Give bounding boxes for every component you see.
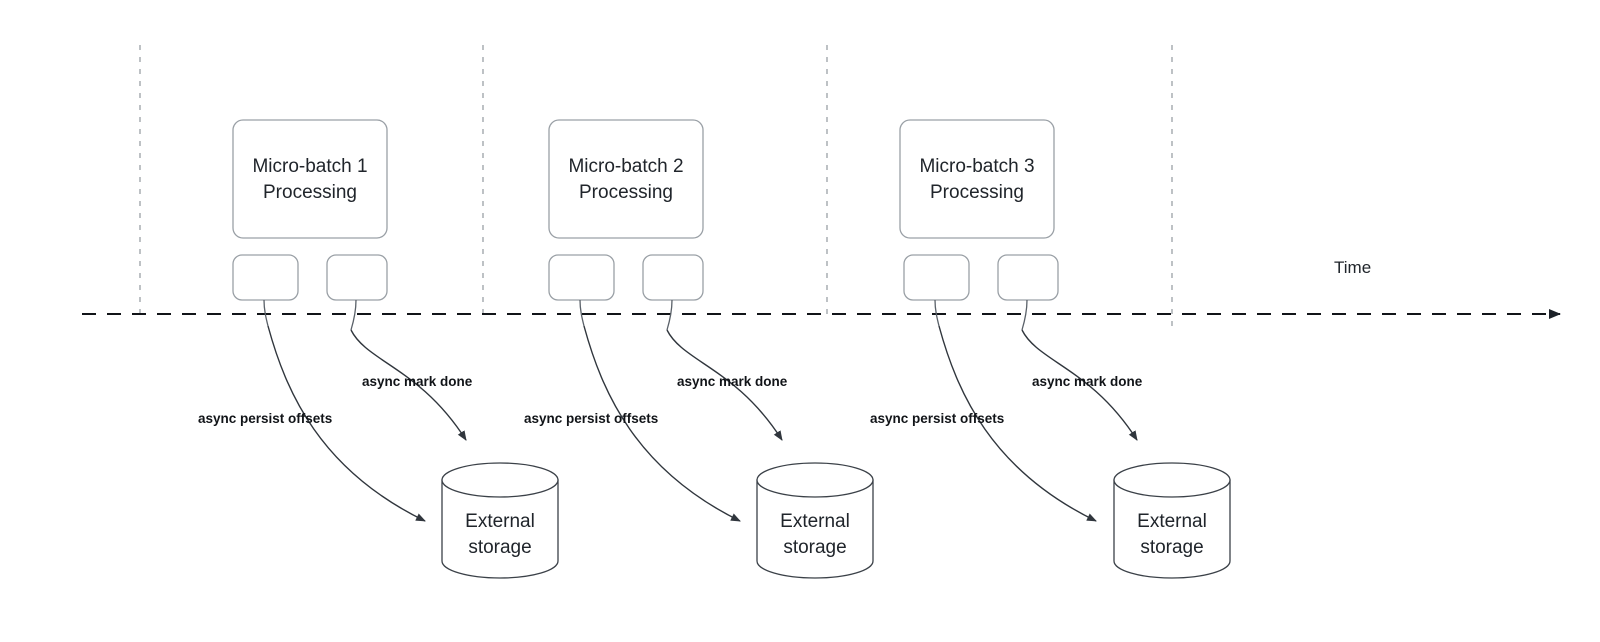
micro-batch-3-label-line1: Micro-batch 3 bbox=[919, 156, 1034, 177]
timeline-dividers bbox=[139, 45, 1173, 330]
edge-label-async-mark-done-3: async mark done bbox=[1032, 374, 1143, 389]
time-axis-label: Time bbox=[1334, 258, 1371, 277]
task-box-mark-3[interactable] bbox=[997, 254, 1059, 301]
edge-label-async-mark-done-2: async mark done bbox=[677, 374, 788, 389]
micro-batch-1-label-line1: Micro-batch 1 bbox=[252, 156, 367, 177]
time-axis: Time bbox=[82, 258, 1561, 319]
task-stem-mark-1 bbox=[350, 299, 357, 331]
edge-label-async-persist-offsets-3: async persist offsets bbox=[870, 411, 1004, 426]
edge-label-async-persist-offsets-2: async persist offsets bbox=[524, 411, 658, 426]
micro-batch-group-2: Micro-batch 2 Processing async persist o… bbox=[524, 119, 874, 579]
micro-batch-1-label-line2: Processing bbox=[263, 182, 357, 203]
micro-batch-1-box[interactable] bbox=[232, 119, 388, 239]
task-box-mark-2[interactable] bbox=[642, 254, 704, 301]
task-stem-persist-3 bbox=[934, 299, 940, 327]
edge-async-mark-done-1 bbox=[350, 329, 467, 441]
edge-label-async-persist-offsets-1: async persist offsets bbox=[198, 411, 332, 426]
external-storage-2[interactable]: External storage bbox=[756, 462, 874, 579]
external-storage-3-label-line2: storage bbox=[1140, 537, 1203, 558]
task-stem-mark-2 bbox=[666, 299, 673, 331]
edge-async-mark-done-3 bbox=[1021, 329, 1138, 441]
edge-label-async-mark-done-1: async mark done bbox=[362, 374, 473, 389]
task-stem-persist-2 bbox=[579, 299, 585, 327]
external-storage-1[interactable]: External storage bbox=[441, 462, 559, 579]
micro-batch-group-3: Micro-batch 3 Processing async persist o… bbox=[870, 119, 1231, 579]
micro-batch-2-box[interactable] bbox=[548, 119, 704, 239]
external-storage-1-label-line1: External bbox=[465, 511, 535, 532]
external-storage-1-label-line2: storage bbox=[468, 537, 531, 558]
edge-async-persist-offsets-3 bbox=[938, 325, 1097, 522]
task-stem-persist-1 bbox=[263, 299, 269, 327]
task-stem-mark-3 bbox=[1021, 299, 1028, 331]
task-box-persist-3[interactable] bbox=[903, 254, 970, 301]
task-box-persist-2[interactable] bbox=[548, 254, 615, 301]
edge-async-persist-offsets-1 bbox=[267, 325, 426, 522]
micro-batch-3-box[interactable] bbox=[899, 119, 1055, 239]
external-storage-2-label-line1: External bbox=[780, 511, 850, 532]
task-box-mark-1[interactable] bbox=[326, 254, 388, 301]
micro-batch-group-1: Micro-batch 1 Processing async persist o… bbox=[198, 119, 559, 579]
external-storage-2-label-line2: storage bbox=[783, 537, 846, 558]
edge-async-persist-offsets-2 bbox=[583, 325, 741, 522]
micro-batch-2-label-line2: Processing bbox=[579, 182, 673, 203]
external-storage-3[interactable]: External storage bbox=[1113, 462, 1231, 579]
task-box-persist-1[interactable] bbox=[232, 254, 299, 301]
micro-batch-3-label-line2: Processing bbox=[930, 182, 1024, 203]
micro-batch-2-label-line1: Micro-batch 2 bbox=[568, 156, 683, 177]
edge-async-mark-done-2 bbox=[666, 329, 783, 441]
external-storage-3-label-line1: External bbox=[1137, 511, 1207, 532]
